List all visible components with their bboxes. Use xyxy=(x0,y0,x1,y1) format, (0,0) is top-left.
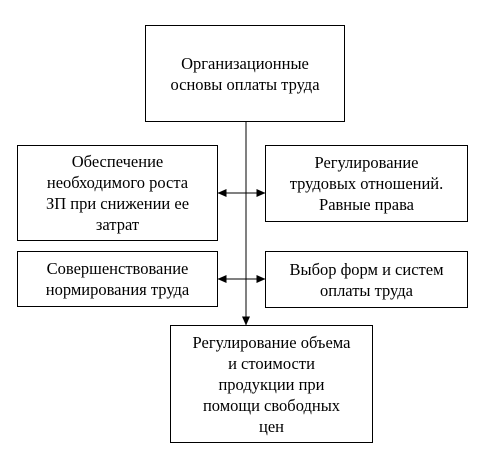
right-upper-box: Регулирование трудовых отношений. Равные… xyxy=(265,145,468,222)
bottom-box: Регулирование объема и стоимости продукц… xyxy=(170,325,373,443)
left-upper-box-label: Обеспечение необходимого роста ЗП при сн… xyxy=(45,152,190,234)
right-upper-box-label: Регулирование трудовых отношений. Равные… xyxy=(289,153,444,214)
left-lower-box-label: Совершенствование нормирования труда xyxy=(45,259,190,299)
bottom-box-label: Регулирование объема и стоимости продукц… xyxy=(192,332,351,436)
top-box: Организационные основы оплаты труда xyxy=(145,25,345,122)
right-lower-box-label: Выбор форм и систем оплаты труда xyxy=(289,259,444,300)
right-lower-box: Выбор форм и систем оплаты труда xyxy=(265,251,468,308)
left-upper-box: Обеспечение необходимого роста ЗП при сн… xyxy=(17,145,218,241)
top-box-label: Организационные основы оплаты труда xyxy=(170,53,320,94)
left-lower-box: Совершенствование нормирования труда xyxy=(17,251,218,307)
